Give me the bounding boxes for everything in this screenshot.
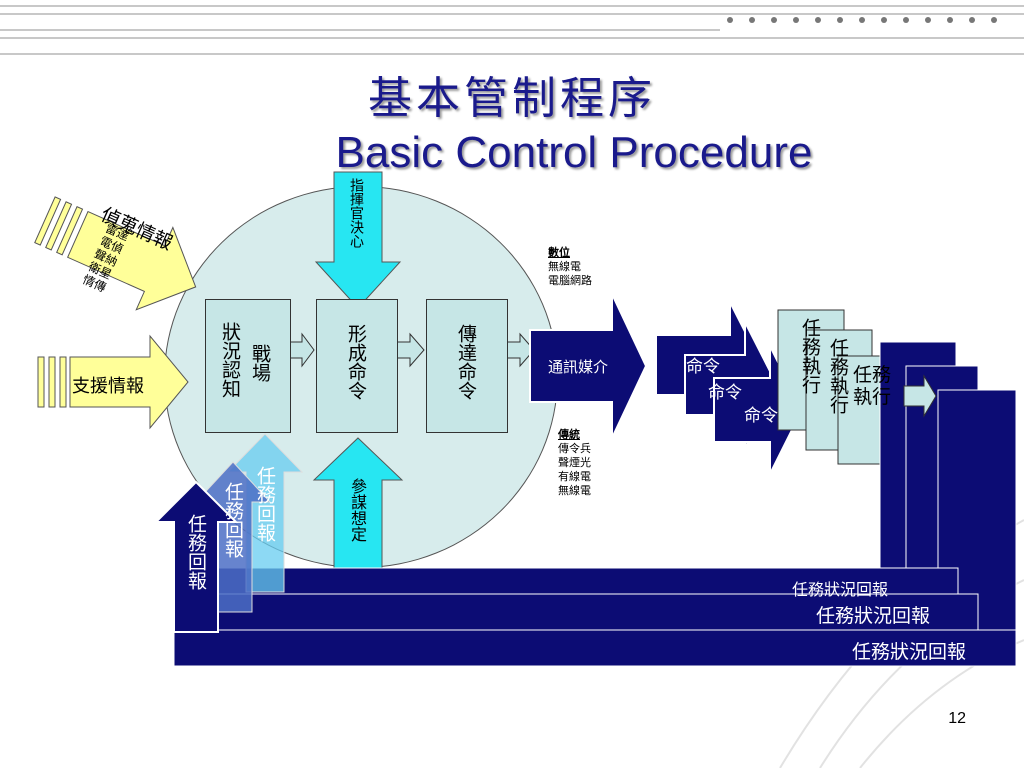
execution-label: 任務執行	[799, 318, 821, 394]
transmit-order-label: 傳達命令	[455, 324, 477, 400]
order-label: 命令	[744, 406, 778, 426]
media-label: 通訊媒介	[548, 358, 609, 376]
commander-label: 指揮官決心	[348, 178, 364, 248]
battlefield-label: 戰場	[249, 344, 271, 382]
report-label: 任務回報	[222, 482, 244, 558]
traditional-item: 無線電	[558, 484, 591, 497]
title-chinese: 基本管制程序	[368, 73, 656, 124]
title-english: Basic Control Procedure	[335, 128, 813, 177]
status-report-label: 任務狀況回報	[792, 580, 889, 599]
staff-label: 參謀想定	[348, 478, 367, 542]
execution-label: 任務執行	[852, 364, 891, 408]
page-number: 12	[948, 710, 966, 727]
support-label: 支援情報	[72, 376, 144, 397]
traditional-media-list: 傳統 傳令兵 聲煙光 有線電 無線電	[558, 428, 591, 498]
report-label: 任務回報	[254, 466, 276, 542]
traditional-item: 聲煙光	[558, 456, 591, 469]
status-report-label: 任務狀況回報	[852, 641, 967, 663]
digital-media-list: 數位 無線電 電腦網路	[548, 246, 592, 288]
traditional-item: 傳令兵	[558, 442, 591, 455]
form-order-label: 形成命令	[345, 324, 367, 400]
recon-input-arrow	[34, 196, 197, 311]
header-dots	[727, 17, 997, 23]
media-arrow	[529, 293, 648, 439]
form-order-box: 形成命令	[316, 299, 398, 433]
digital-item: 無線電	[548, 260, 581, 273]
traditional-title: 傳統	[558, 428, 580, 441]
situation-label: 狀況認知	[219, 322, 241, 398]
situation-box: 狀況認知 戰場	[205, 299, 291, 433]
digital-title: 數位	[548, 246, 570, 259]
transmit-order-box: 傳達命令	[426, 299, 508, 433]
order-label: 命令	[686, 357, 720, 377]
commander-arrow	[314, 171, 402, 309]
report-label: 任務回報	[185, 514, 207, 590]
order-label: 命令	[708, 383, 742, 403]
support-input-arrow	[37, 334, 189, 430]
execution-label: 任務執行	[827, 338, 849, 414]
status-report-label: 任務狀況回報	[816, 605, 931, 627]
traditional-item: 有線電	[558, 470, 591, 483]
digital-item: 電腦網路	[548, 274, 592, 287]
